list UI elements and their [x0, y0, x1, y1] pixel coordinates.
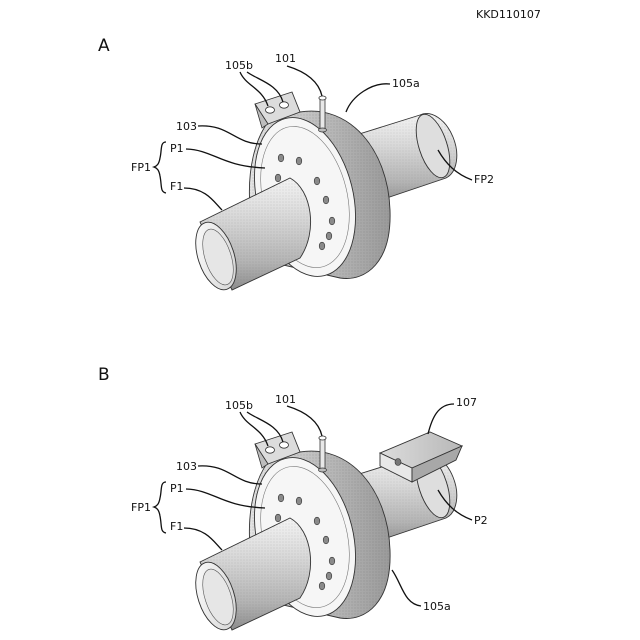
panel-b-label-holes: 105b — [225, 399, 253, 412]
panel-a-label-group: FP1 — [131, 161, 151, 174]
panel-a-letter: A — [98, 36, 110, 56]
document-ref: KKD110107 — [476, 8, 541, 21]
panel-b-label-inlet: F1 — [170, 520, 183, 533]
panel-a-label-pin: 101 — [275, 52, 296, 65]
panel-a: A 105b 101 105a 103 P1 FP1 F1 FP2 — [98, 36, 494, 295]
panel-b-label-ring: 105a — [423, 600, 451, 613]
panel-a-label-face: P1 — [170, 142, 184, 155]
panel-a-label-inlet: F1 — [170, 180, 183, 193]
panel-a-label-flange: 103 — [176, 120, 197, 133]
panel-a-label-outlet: FP2 — [474, 173, 494, 186]
panel-a-label-ring: 105a — [392, 77, 420, 90]
panel-b-label-group: FP1 — [131, 501, 151, 514]
panel-b-label-face: P1 — [170, 482, 184, 495]
panel-b-letter: B — [98, 365, 110, 385]
panel-b-label-pin: 101 — [275, 393, 296, 406]
panel-b: B 105b 101 107 103 P1 FP1 F1 P2 105a — [98, 365, 488, 635]
panel-b-label-box: 107 — [456, 396, 477, 409]
panel-a-assembly — [188, 92, 457, 295]
panel-b-label-outlet: P2 — [474, 514, 488, 527]
panel-a-label-holes: 105b — [225, 59, 253, 72]
panel-b-label-flange: 103 — [176, 460, 197, 473]
